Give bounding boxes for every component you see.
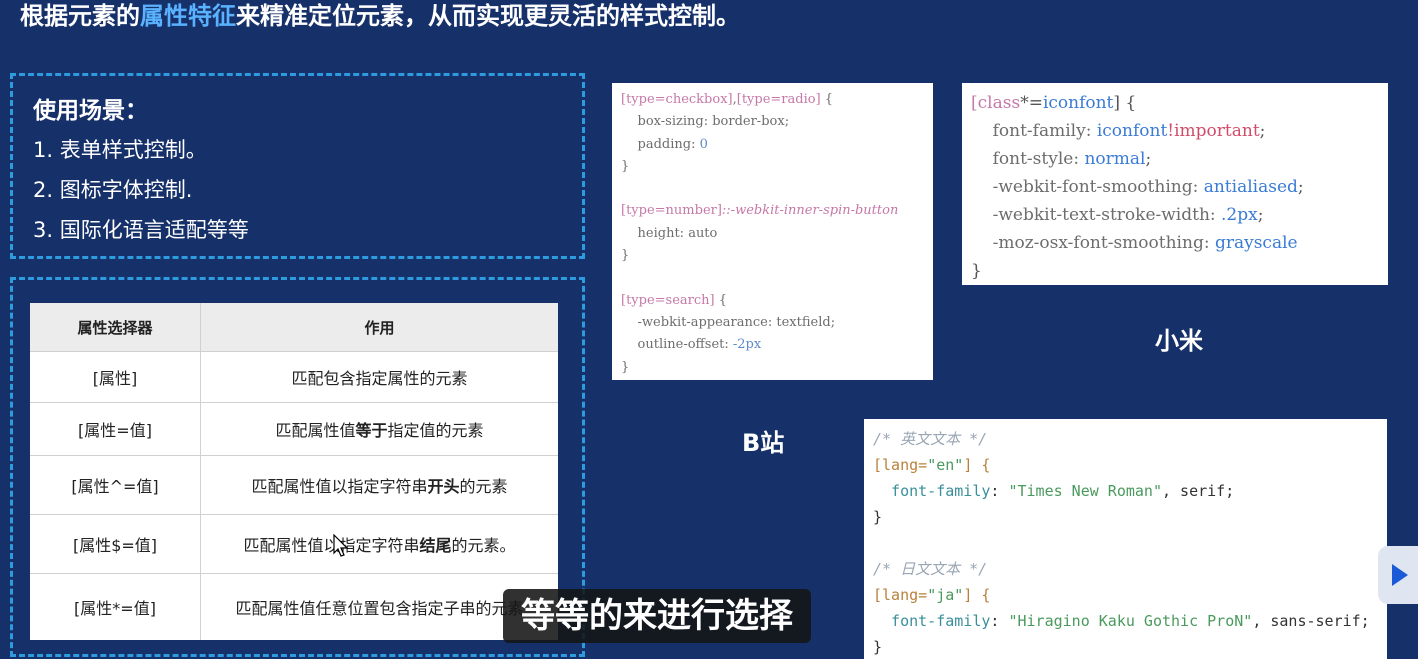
usage-scenarios-box: 使用场景： 1. 表单样式控制。 2. 图标字体控制. 3. 国际化语言适配等等 (10, 73, 585, 259)
usage-item: 2. 图标字体控制. (33, 178, 193, 202)
code-line: } (621, 359, 630, 375)
code-line: height: auto (621, 225, 718, 241)
table-row: [属性*=值] 匹配属性值任意位置包含指定子串的元素 (30, 574, 558, 640)
selector-cell: [属性$=值] (30, 515, 201, 573)
table-row: [属性$=值] 匹配属性值以指定字符串结尾的元素。 (30, 515, 558, 574)
play-icon (1392, 564, 1408, 586)
headline-text: 根据元素的 (20, 2, 140, 30)
table-row: [属性=值] 匹配属性值等于指定值的元素 (30, 403, 558, 456)
headline-text-end: 来精准定位元素，从而实现更灵活的样式控制。 (236, 2, 740, 30)
code-line: [lang="ja"] { (873, 586, 991, 604)
headline-highlight: 属性特征 (140, 2, 236, 30)
usage-title: 使用场景： (33, 98, 148, 124)
table-header-row: 属性选择器 作用 (30, 303, 558, 352)
code-line: } (621, 158, 630, 174)
selector-cell: [属性*=值] (30, 574, 201, 640)
description-cell: 匹配属性值任意位置包含指定子串的元素 (235, 599, 524, 618)
selector-cell: [属性^=值] (30, 456, 201, 514)
xiaomi-label: 小米 (1155, 327, 1203, 355)
bilibili-code-panel: [type=checkbox],[type=radio] { box-sizin… (612, 83, 933, 380)
table-row: [属性^=值] 匹配属性值以指定字符串开头的元素 (30, 456, 558, 515)
usage-item: 1. 表单样式控制。 (33, 138, 207, 162)
usage-item: 3. 国际化语言适配等等 (33, 218, 249, 242)
table-row: [属性] 匹配包含指定属性的元素 (30, 352, 558, 403)
selector-cell: [属性] (30, 352, 201, 402)
code-line: [class*=iconfont] { (971, 93, 1137, 113)
code-line: } (873, 638, 883, 656)
bilibili-label: B站 (742, 429, 785, 457)
description-cell: 匹配属性值等于指定值的元素 (275, 421, 484, 440)
description-cell: 匹配属性值以指定字符串结尾的元素。 (243, 536, 516, 555)
code-line: font-family: "Hiragino Kaku Gothic ProN"… (873, 612, 1370, 630)
page-headline: 根据元素的属性特征来精准定位元素，从而实现更灵活的样式控制。 (20, 0, 740, 31)
table-header: 属性选择器 (30, 303, 201, 351)
code-line: -webkit-font-smoothing: antialiased; (971, 177, 1304, 197)
code-line: [type=search] { (621, 292, 728, 308)
description-cell: 匹配属性值以指定字符串开头的元素 (251, 477, 508, 496)
code-comment: /* 日文文本 */ (873, 560, 988, 578)
attribute-selector-table: 属性选择器 作用 [属性] 匹配包含指定属性的元素 [属性=值] 匹配属性值等于… (30, 303, 558, 640)
i18n-code-panel: /* 英文文本 */ [lang="en"] { font-family: "Ti… (864, 419, 1387, 659)
xiaomi-code-panel: [class*=iconfont] { font-family: iconfon… (962, 83, 1388, 285)
code-line: box-sizing: border-box; (621, 114, 790, 130)
code-line: } (621, 248, 630, 264)
code-line: font-style: normal; (971, 149, 1152, 169)
description-cell: 匹配包含指定属性的元素 (291, 369, 468, 388)
mouse-pointer-icon (333, 534, 349, 557)
code-line (621, 178, 933, 200)
code-line: [lang="en"] { (873, 456, 991, 474)
video-subtitle: 等等的来进行选择 (503, 589, 811, 643)
code-line: -webkit-appearance: textfield; (621, 314, 836, 330)
selector-cell: [属性=值] (30, 403, 201, 455)
code-line (873, 530, 1387, 556)
code-line: font-family: iconfont!important; (971, 121, 1266, 141)
code-line (621, 267, 933, 289)
code-line: padding: 0 (621, 136, 708, 152)
code-line: font-family: "Times New Roman", serif; (873, 482, 1235, 500)
code-comment: /* 英文文本 */ (873, 430, 988, 448)
code-line: -webkit-text-stroke-width: .2px; (971, 205, 1264, 225)
code-line: } (971, 261, 982, 281)
code-line: } (873, 508, 883, 526)
code-line: outline-offset: -2px (621, 337, 762, 353)
selector-table-box: 属性选择器 作用 [属性] 匹配包含指定属性的元素 [属性=值] 匹配属性值等于… (10, 277, 585, 657)
table-header: 作用 (364, 318, 395, 337)
code-line: -moz-osx-font-smoothing: grayscale (971, 233, 1298, 253)
code-line: [type=checkbox],[type=radio] { (621, 92, 834, 107)
side-play-button[interactable] (1378, 546, 1418, 604)
code-line: [type=number]::-webkit-inner-spin-button (621, 203, 899, 219)
